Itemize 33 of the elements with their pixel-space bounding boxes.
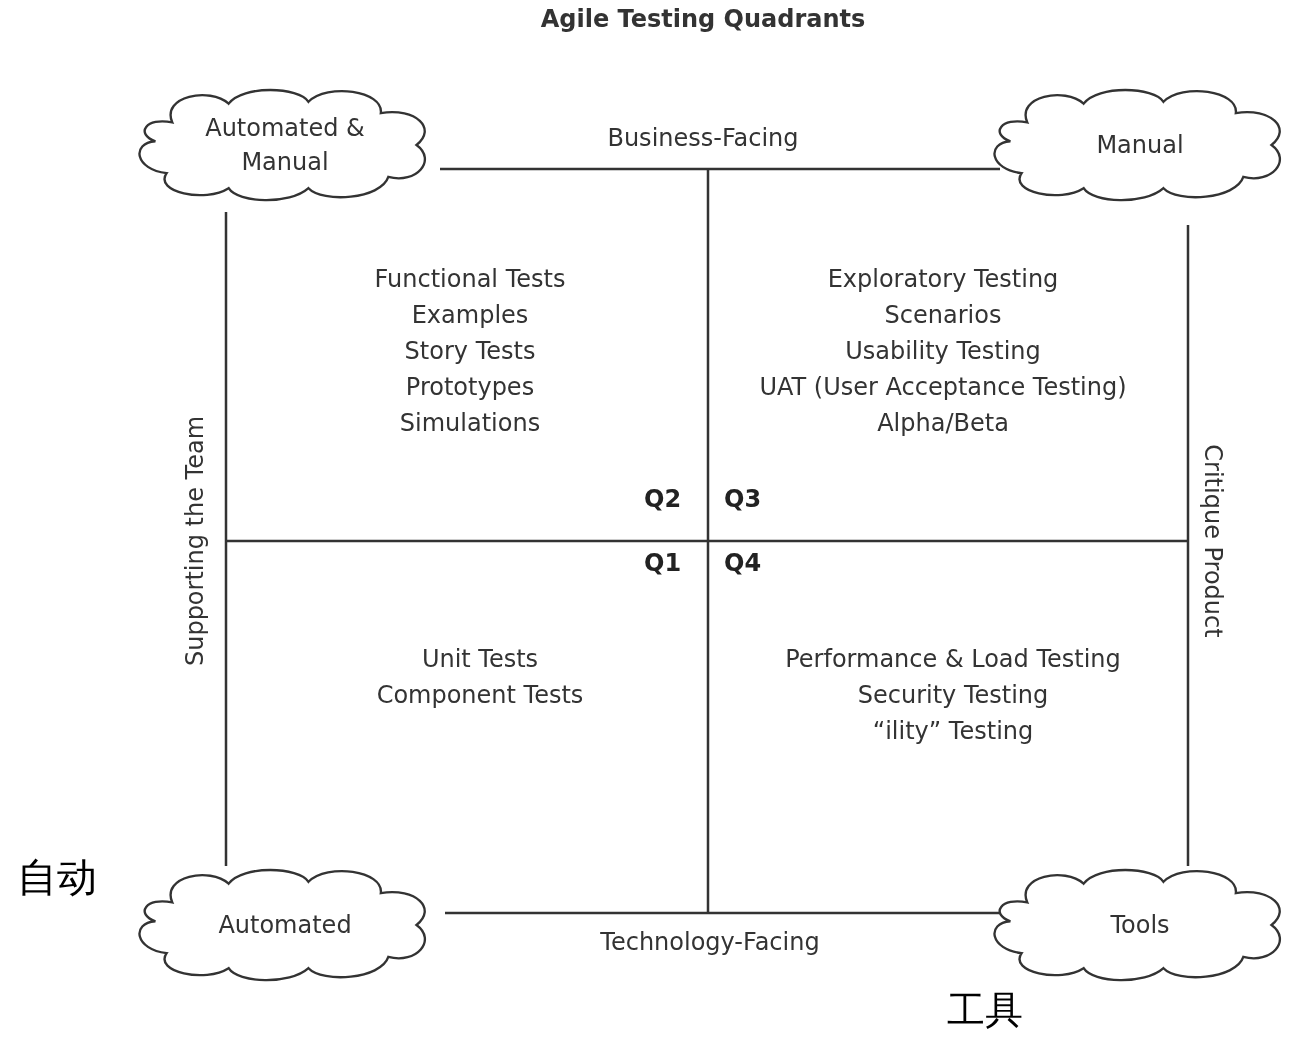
cloud-label: Automated xyxy=(217,910,353,941)
cloud-label: Manual xyxy=(1095,130,1185,161)
quadrant-number: Q2 xyxy=(644,485,682,513)
test-type-label: Exploratory Testing xyxy=(827,265,1059,293)
test-type-label: Security Testing xyxy=(857,681,1049,709)
axis-label: Technology-Facing xyxy=(600,928,820,956)
connector-line xyxy=(1186,225,1190,866)
test-type-label: Unit Tests xyxy=(421,645,539,673)
axis-label: Business-Facing xyxy=(607,124,799,152)
test-type-label: Simulations xyxy=(399,409,541,437)
annotation-text: 自动 xyxy=(17,853,97,902)
test-type-label: Prototypes xyxy=(405,373,535,401)
quadrant-number: Q4 xyxy=(724,549,762,577)
cloud-label: Tools xyxy=(1109,910,1171,941)
test-type-label: Functional Tests xyxy=(374,265,566,293)
axis-label: Critique Product xyxy=(1199,444,1227,638)
connector-line xyxy=(445,911,1000,915)
quadrant-number: Q1 xyxy=(644,549,682,577)
test-type-label: Scenarios xyxy=(884,301,1002,329)
test-type-label: Component Tests xyxy=(376,681,584,709)
test-type-label: “ility” Testing xyxy=(872,717,1034,745)
test-type-label: Alpha/Beta xyxy=(877,409,1009,437)
cloud-label: Automated & Manual xyxy=(204,113,366,178)
annotation-text: 工具 xyxy=(947,987,1023,1034)
test-type-label: Usability Testing xyxy=(845,337,1041,365)
test-type-label: Story Tests xyxy=(404,337,536,365)
axis-label: Supporting the Team xyxy=(181,415,209,667)
test-type-label: UAT (User Acceptance Testing) xyxy=(759,373,1127,401)
quadrant-number: Q3 xyxy=(724,485,762,513)
connector-line xyxy=(440,167,1000,171)
test-type-label: Examples xyxy=(411,301,529,329)
diagram-title: Agile Testing Quadrants xyxy=(540,5,866,33)
test-type-label: Performance & Load Testing xyxy=(785,645,1121,673)
